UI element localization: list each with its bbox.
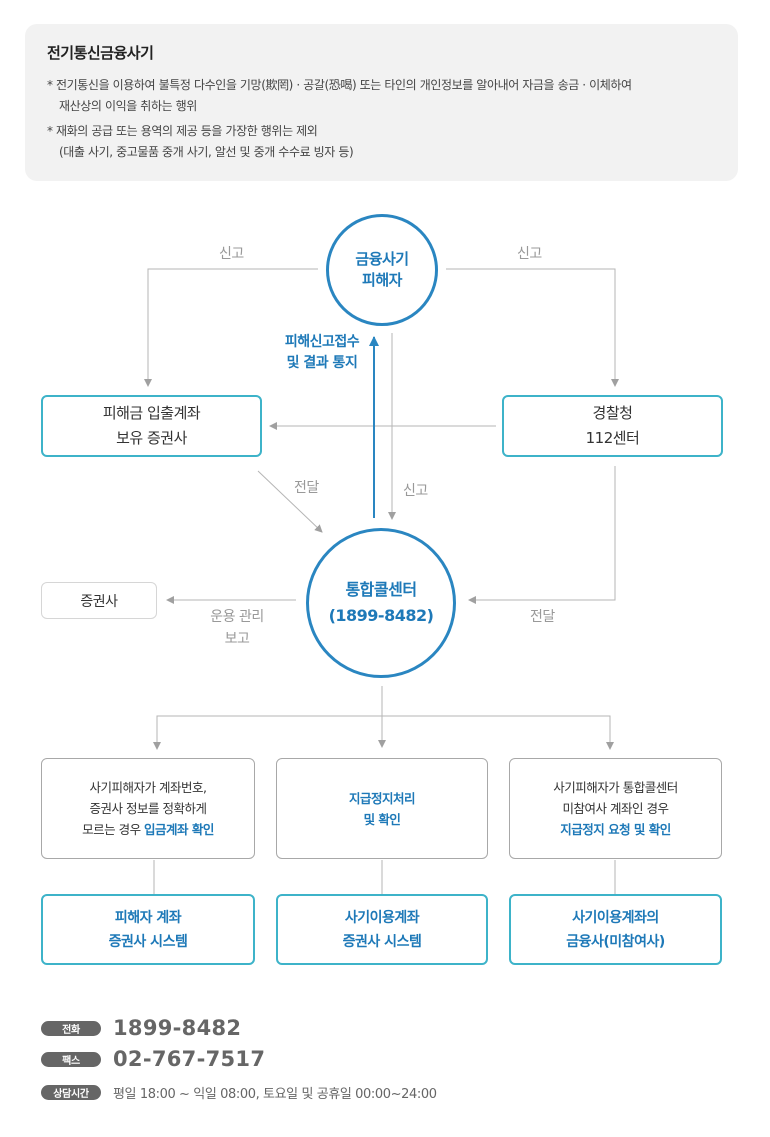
call-center-line-2: (1899-8482) — [328, 606, 434, 625]
system-2-line-2: 증권사 시스템 — [342, 933, 422, 950]
note-1-line-1: * 전기통신을 이용하여 불특정 다수인을 기망(欺罔) · 공갈(恐喝) 또는… — [47, 78, 632, 92]
deposit-broker-line-1: 피해금 입출계좌 — [102, 404, 201, 422]
phone-number: 1899-8482 — [113, 1016, 242, 1040]
note-2-line-2: (대출 사기, 중고물품 중개 사기, 알선 및 중개 수수료 빙자 등) — [59, 145, 354, 159]
case-3-line-1: 사기피해자가 통합콜센터 — [553, 780, 678, 795]
system-non-member-bank: 사기이용계좌의 금융사(미참여사) — [509, 894, 722, 965]
case-2-line-1: 지급정지처리 — [348, 790, 416, 806]
case-1-line-1: 사기피해자가 계좌번호, — [89, 780, 207, 795]
system-3-line-1: 사기이용계좌의 — [572, 909, 659, 926]
label-deliver-left: 전달 — [294, 480, 319, 496]
case-3-line-2: 미참여사 계좌인 경우 — [562, 801, 669, 816]
contact-hours: 상담시간 평일 18:00 ~ 익일 08:00, 토요일 및 공휴일 00:0… — [41, 1083, 437, 1102]
victim-node: 금융사기 피해자 — [326, 214, 438, 326]
police-line-2: 112센터 — [585, 429, 640, 447]
case-unknown-account: 사기피해자가 계좌번호, 증권사 정보를 정확하게 모르는 경우 입금계좌 확인 — [41, 758, 255, 859]
label-deliver-right: 전달 — [530, 609, 555, 625]
case-payment-stop: 지급정지처리 및 확인 — [276, 758, 488, 859]
fax-number: 02-767-7517 — [113, 1047, 266, 1071]
edge-police-to-callcenter — [468, 466, 616, 604]
fax-label: 팩스 — [41, 1051, 101, 1067]
note-1-line-2: 재산상의 이익을 취하는 행위 — [59, 99, 197, 113]
case-1-highlight: 입금계좌 확인 — [144, 822, 214, 837]
phone-label: 전화 — [41, 1020, 101, 1036]
definition-note-1: * 전기통신을 이용하여 불특정 다수인을 기망(欺罔) · 공갈(恐喝) 또는… — [47, 75, 716, 117]
case-1-line-3-plain: 모르는 경우 — [82, 822, 145, 837]
edge-branch-right — [382, 715, 614, 750]
deposit-broker-node: 피해금 입출계좌 보유 증권사 — [41, 395, 262, 457]
note-2-line-1: * 재화의 공급 또는 용역의 제공 등을 가장한 행위는 제외 — [47, 124, 318, 138]
definition-note-2: * 재화의 공급 또는 용역의 제공 등을 가장한 행위는 제외 (대출 사기,… — [47, 121, 716, 163]
system-3-line-2: 금융사(미참여사) — [566, 933, 665, 950]
case-non-member: 사기피해자가 통합콜센터 미참여사 계좌인 경우 지급정지 요청 및 확인 — [509, 758, 722, 859]
case-1-line-2: 증권사 정보를 정확하게 — [89, 801, 207, 816]
broker-node: 증권사 — [41, 582, 157, 619]
hours-value: 평일 18:00 ~ 익일 08:00, 토요일 및 공휴일 00:00~24:… — [113, 1087, 437, 1102]
case-2-line-2: 및 확인 — [363, 811, 401, 827]
police-node: 경찰청 112센터 — [502, 395, 723, 457]
deposit-broker-line-2: 보유 증권사 — [116, 429, 187, 447]
label-ops-report: 운용 관리 보고 — [205, 606, 269, 650]
hours-label: 상담시간 — [41, 1085, 101, 1100]
system-fraud-account: 사기이용계좌 증권사 시스템 — [276, 894, 488, 965]
contact-phone: 전화 1899-8482 — [41, 1016, 241, 1040]
case-1-line-3: 모르는 경우 입금계좌 확인 — [82, 819, 214, 840]
edge-victim-to-deposit-broker — [144, 268, 318, 387]
label-victim-notice: 피해신고접수 및 결과 통지 — [275, 332, 369, 374]
label-report-center: 신고 — [403, 483, 428, 499]
victim-notice-line-1: 피해신고접수 — [284, 334, 360, 350]
label-report-right: 신고 — [517, 246, 542, 262]
edge-deposit-broker-to-callcenter — [257, 470, 323, 533]
victim-line-1: 금융사기 — [355, 250, 409, 268]
label-report-left: 신고 — [219, 246, 244, 262]
system-2-line-1: 사기이용계좌 — [344, 909, 420, 926]
definition-box: 전기통신금융사기 * 전기통신을 이용하여 불특정 다수인을 기망(欺罔) · … — [25, 24, 738, 181]
victim-notice-line-2: 및 결과 통지 — [286, 355, 358, 371]
call-center-node: 통합콜센터 (1899-8482) — [306, 528, 456, 678]
victim-line-2: 피해자 — [362, 271, 402, 289]
edge-victim-to-police — [446, 268, 619, 387]
contact-fax: 팩스 02-767-7517 — [41, 1047, 265, 1071]
call-center-line-1: 통합콜센터 — [345, 580, 417, 599]
system-1-line-2: 증권사 시스템 — [108, 933, 188, 950]
case-3-highlight: 지급정지 요청 및 확인 — [560, 822, 671, 837]
system-victim-account: 피해자 계좌 증권사 시스템 — [41, 894, 255, 965]
edge-branch-left — [153, 715, 382, 750]
definition-title: 전기통신금융사기 — [47, 44, 154, 62]
police-line-1: 경찰청 — [592, 404, 633, 422]
ops-line-1: 운용 관리 — [210, 609, 264, 625]
ops-line-2: 보고 — [224, 631, 250, 647]
system-1-line-1: 피해자 계좌 — [114, 909, 182, 926]
